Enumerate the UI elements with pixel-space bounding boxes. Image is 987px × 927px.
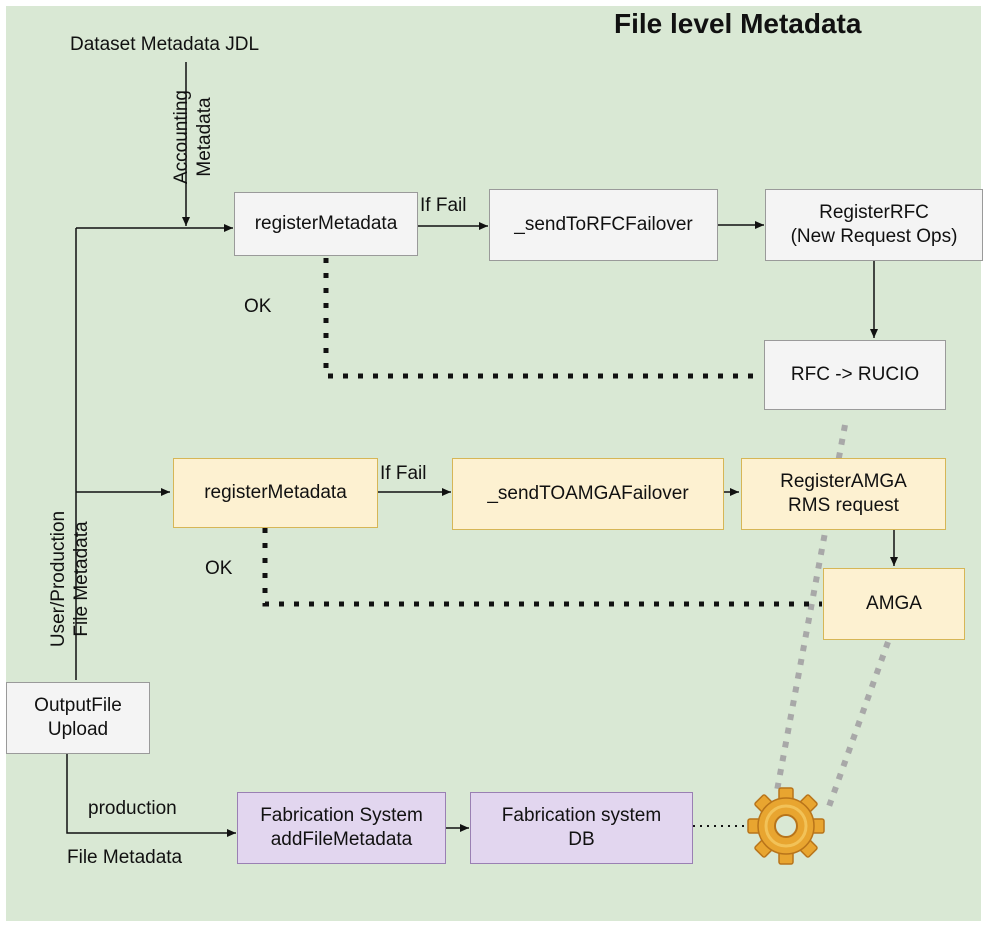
register-amga-box[interactable]: RegisterAMGA RMS request	[741, 458, 946, 530]
if-fail-label-1: If Fail	[420, 195, 467, 216]
fabrication-add-metadata-box[interactable]: Fabrication System addFileMetadata	[237, 792, 446, 864]
ok-label-2: OK	[205, 558, 233, 579]
gear-icon	[747, 787, 825, 865]
if-fail-label-2: If Fail	[380, 463, 427, 484]
dataset-jdl-label: Dataset Metadata JDL	[70, 34, 260, 55]
fabrication-db-box[interactable]: Fabrication system DB	[470, 792, 693, 864]
dotted-amga-to-gear	[824, 640, 891, 814]
send-to-amga-failover-box[interactable]: _sendTOAMGAFailover	[452, 458, 724, 530]
register-metadata-box-1[interactable]: registerMetadata	[234, 192, 418, 256]
register-rfc-box[interactable]: RegisterRFC (New Request Ops)	[765, 189, 983, 261]
production-label: production	[88, 798, 177, 819]
output-file-upload-box[interactable]: OutputFile Upload	[6, 682, 150, 754]
amga-box[interactable]: AMGA	[823, 568, 965, 640]
send-to-rfc-failover-box[interactable]: _sendToRFCFailover	[489, 189, 718, 261]
user-production-label: User/Production File Metadata	[48, 510, 92, 648]
diagram-title: File level Metadata	[614, 8, 862, 39]
file-metadata-label: File Metadata	[67, 847, 183, 868]
ok-label-1: OK	[244, 296, 272, 317]
register-metadata-box-2[interactable]: registerMetadata	[173, 458, 378, 528]
rfc-rucio-box[interactable]: RFC -> RUCIO	[764, 340, 946, 410]
accounting-metadata-label: Accounting Metadata	[171, 90, 215, 185]
